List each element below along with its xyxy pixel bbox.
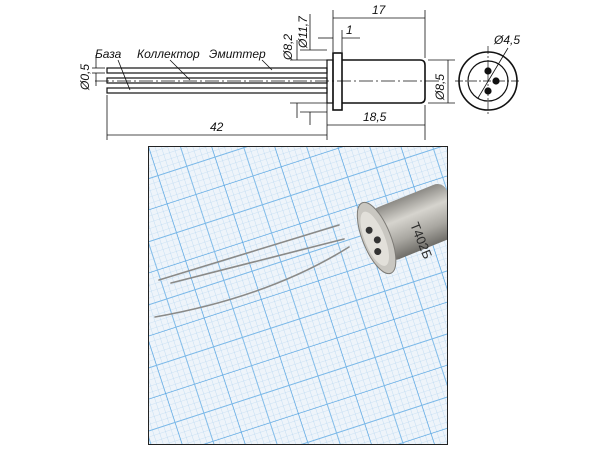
transistor-photo: Т402Б [148,146,448,445]
dim-lead-diameter: Ø0,5 [78,64,92,91]
label-base: База [95,47,122,61]
leads [106,67,328,94]
dim-flange-diameter: Ø11,7 [296,15,310,49]
dim-total-body-length: 18,5 [363,110,387,124]
transistor-technical-drawing: База Коллектор Эмиттер 42 18,5 17 1 Ø4,5… [78,3,521,140]
photo-leads [154,224,350,318]
dim-flange-thickness: 1 [346,23,353,37]
dim-body-diameter: Ø8,5 [433,74,447,101]
end-view [455,46,521,116]
can-body [371,183,447,260]
lead-base [106,87,328,94]
flange [332,52,343,111]
dim-pin-circle: Ø8,2 [281,34,295,61]
body-can [342,59,426,104]
label-emitter: Эмиттер [209,47,266,61]
dim-end-view-pin-circle: Ø4,5 [493,33,520,47]
label-collector: Коллектор [137,47,200,61]
base-stub [326,59,334,104]
dim-body-length: 17 [372,3,387,17]
lead-emitter [106,67,328,74]
dim-lead-length: 42 [210,120,224,134]
lead-collector [106,77,328,84]
